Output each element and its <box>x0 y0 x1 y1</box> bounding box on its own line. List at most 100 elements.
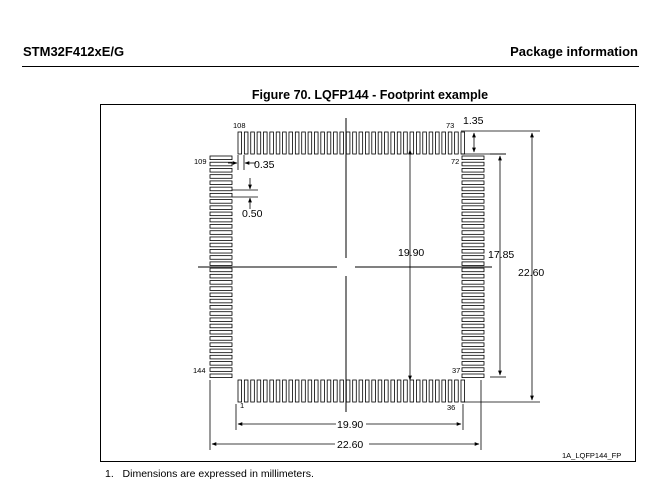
top-row-pad <box>307 131 313 155</box>
pin-label-72: 72 <box>451 157 459 166</box>
bottom-row-pad <box>307 379 313 403</box>
right-row-pad <box>461 298 485 304</box>
right-row-pad <box>461 373 485 378</box>
top-row-pad <box>441 131 446 155</box>
left-row-pad <box>209 298 233 304</box>
left-row-pad <box>209 354 233 360</box>
bottom-row-pad <box>256 379 262 403</box>
top-row-pad <box>282 131 287 155</box>
right-row-pad <box>461 211 485 217</box>
top-row-pad <box>275 131 281 155</box>
top-row-pad <box>403 131 408 155</box>
bottom-row-pad <box>371 379 376 403</box>
top-row-pad <box>422 131 427 155</box>
footnote: 1. Dimensions are expressed in millimete… <box>105 468 314 480</box>
dim-pad-length: 1.35 <box>463 115 484 127</box>
right-row-pad <box>461 323 485 329</box>
top-row-pad <box>243 131 249 155</box>
top-row-pad <box>320 131 325 155</box>
left-row-pad <box>209 205 233 210</box>
bottom-row-pad <box>288 379 293 403</box>
bottom-row-pad <box>326 379 332 403</box>
right-row-pad <box>461 186 485 192</box>
dim-overall-vertical: 22.60 <box>518 267 544 279</box>
top-row-pad <box>237 131 242 155</box>
dim-row-span-horizontal: 19.90 <box>337 419 363 431</box>
top-row-pad <box>250 131 255 155</box>
footnote-text: Dimensions are expressed in millimeters. <box>122 468 314 480</box>
bottom-row-pad <box>282 379 287 403</box>
dim-pad-width: 0.35 <box>254 159 275 171</box>
bottom-row-pad <box>384 379 389 403</box>
dim-row-span-vertical: 19.90 <box>398 247 424 259</box>
left-row-pad <box>209 305 233 310</box>
left-row-pad <box>209 236 233 241</box>
bottom-row-pad <box>403 379 408 403</box>
bottom-row-pad <box>428 379 434 403</box>
bottom-row-pad <box>314 379 319 403</box>
bottom-row-pad <box>365 379 370 403</box>
top-row-pad <box>447 131 453 155</box>
section-title: Package information <box>510 44 638 59</box>
top-row-pad <box>288 131 293 155</box>
right-row-pad <box>461 230 485 235</box>
right-row-pad <box>461 205 485 210</box>
bottom-row-pad <box>352 379 357 403</box>
top-row-pad <box>435 131 440 155</box>
dim-pad-span-vertical: 17.85 <box>488 249 514 261</box>
bottom-row-pad <box>447 379 453 403</box>
right-row-pad <box>461 236 485 241</box>
dimension-lines <box>209 130 540 450</box>
top-row-pad <box>339 131 344 155</box>
right-row-pad <box>461 305 485 310</box>
left-row-pad <box>209 336 233 341</box>
bottom-row-pad <box>275 379 281 403</box>
left-row-pad <box>209 273 233 279</box>
right-row-pad <box>461 280 485 285</box>
bottom-row-pad <box>294 379 300 403</box>
left-row-pad <box>209 329 233 335</box>
right-row-pad <box>461 329 485 335</box>
right-row-pad <box>461 155 485 160</box>
top-row-pad <box>365 131 370 155</box>
top-row-pad <box>358 131 364 155</box>
left-row-pad <box>209 186 233 192</box>
left-row-pad <box>209 280 233 285</box>
bottom-row-pad <box>390 379 395 403</box>
left-row-pad <box>209 168 233 173</box>
right-row-pad <box>461 342 485 347</box>
top-row-pad <box>256 131 262 155</box>
left-row-pad <box>209 342 233 347</box>
bottom-row-pad <box>377 379 383 403</box>
bottom-row-pad <box>358 379 364 403</box>
pin-label-73: 73 <box>446 121 454 130</box>
left-row-pad <box>209 286 233 291</box>
top-row-pad <box>454 131 459 155</box>
left-row-pad <box>209 311 233 316</box>
bottom-row-pad <box>320 379 325 403</box>
bottom-row-pad <box>263 379 268 403</box>
top-row-pad <box>314 131 319 155</box>
bottom-row-pad <box>454 379 459 403</box>
right-row-pad <box>461 361 485 366</box>
bottom-row-pad <box>243 379 249 403</box>
right-row-pad <box>461 168 485 173</box>
right-row-pad <box>461 224 485 229</box>
right-row-pad <box>461 199 485 204</box>
left-row-pad <box>209 161 233 167</box>
right-row-pad <box>461 317 485 322</box>
right-row-pad <box>461 286 485 291</box>
right-row-pad <box>461 242 485 248</box>
right-row-pad <box>461 273 485 279</box>
dim-pitch: 0.50 <box>242 208 263 220</box>
bottom-row-pad <box>415 379 421 403</box>
pin-label-36: 36 <box>447 403 455 412</box>
footnote-number: 1. <box>105 468 114 480</box>
top-row-pad <box>294 131 300 155</box>
right-row-pad <box>461 367 485 372</box>
document-id: STM32F412xE/G <box>23 44 125 59</box>
right-row-pad <box>461 348 485 354</box>
right-row-pad <box>461 255 485 260</box>
left-row-pad <box>209 155 233 160</box>
left-row-pad <box>209 267 233 273</box>
